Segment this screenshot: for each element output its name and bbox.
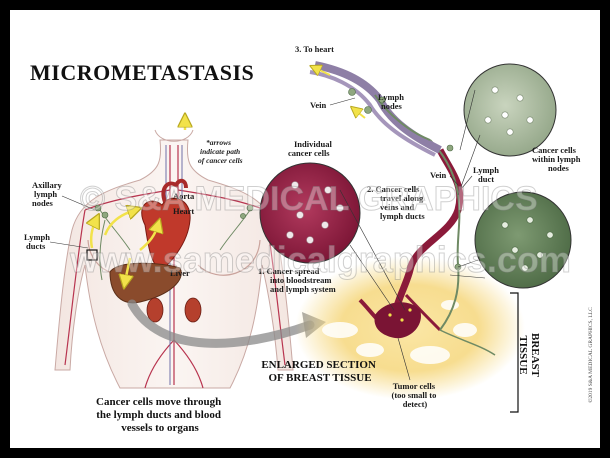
watermark-line2: www.samedicalgraphics.com [69, 239, 571, 280]
arrows-note-line2: indicate path [200, 147, 240, 156]
liver-label: Liver [170, 268, 190, 278]
lymph-node-lower-circle [474, 191, 572, 289]
vein-top-label: Vein [310, 100, 326, 110]
chin-outline [154, 129, 194, 142]
kidney-left [146, 297, 164, 323]
breast-tissue-bracket [510, 292, 519, 413]
gray-flow-arrow [127, 299, 315, 348]
diagram-canvas: MICROMETASTASIS [10, 10, 600, 448]
breast-tissue-label: BREASTTISSUE [517, 333, 541, 378]
breast-right-outline [197, 239, 261, 276]
tumor-cells [388, 308, 412, 322]
micrometastasis-diagram: MICROMETASTASIS [24, 44, 594, 434]
step1-label: 1. Cancer spread into bloodstream and ly… [258, 266, 336, 294]
heart-label: Heart [173, 206, 194, 216]
aorta-label: Aorta [173, 191, 195, 201]
upper-lymph-nodes [348, 88, 386, 114]
enlarged-section-label: ENLARGED SECTION OF BREAST TISSUE [261, 359, 378, 384]
lymph-duct-vessel [429, 139, 461, 331]
breast-region-marker [86, 249, 98, 261]
individual-cancer-cells-circle [259, 162, 361, 264]
diagram-title: MICROMETASTASIS [30, 60, 254, 85]
axillary-leader-line [61, 195, 96, 211]
arrows-note-line3: of cancer cells [198, 156, 243, 165]
lymph-node-top-circle [463, 63, 557, 157]
human-torso [54, 120, 294, 389]
cancer-path-arrows [91, 120, 185, 282]
lymph-node-small2 [446, 144, 454, 152]
arrows-note: *arrows indicate path of cancer cells [198, 138, 243, 165]
lymph-duct-leader-line [461, 175, 473, 189]
step2-label: 2. Cancer cells travel along veins and l… [367, 184, 425, 221]
tumor-cells-label: Tumor cells (too small to detect) [392, 381, 439, 409]
copyright-text: ©2019 S&A MEDICAL GRAPHICS, LLC [587, 307, 594, 403]
to-heart-label: 3. To heart [295, 44, 334, 54]
tumor-cells-leader-line [397, 337, 411, 381]
blood-vessels [64, 145, 286, 389]
vein-path-arrows [315, 68, 366, 119]
vein-mid-label: Vein [430, 170, 446, 180]
vein-top-leader-line [329, 97, 356, 106]
kidney-right [184, 297, 202, 323]
aorta-arch [161, 178, 188, 203]
lymph-duct-branch [439, 329, 496, 356]
watermark-line1: © S&A MEDICAL GRAPHICS [80, 180, 538, 218]
bottom-caption: Cancer cells move through the lymph duct… [96, 396, 224, 434]
vein-mid-leader-line [449, 175, 459, 186]
arrows-note-line1: *arrows [206, 138, 231, 147]
magnifier-connectors [339, 89, 486, 311]
blood-vessel-branch2 [404, 293, 442, 332]
lymph-ducts-leader-line [49, 241, 89, 249]
